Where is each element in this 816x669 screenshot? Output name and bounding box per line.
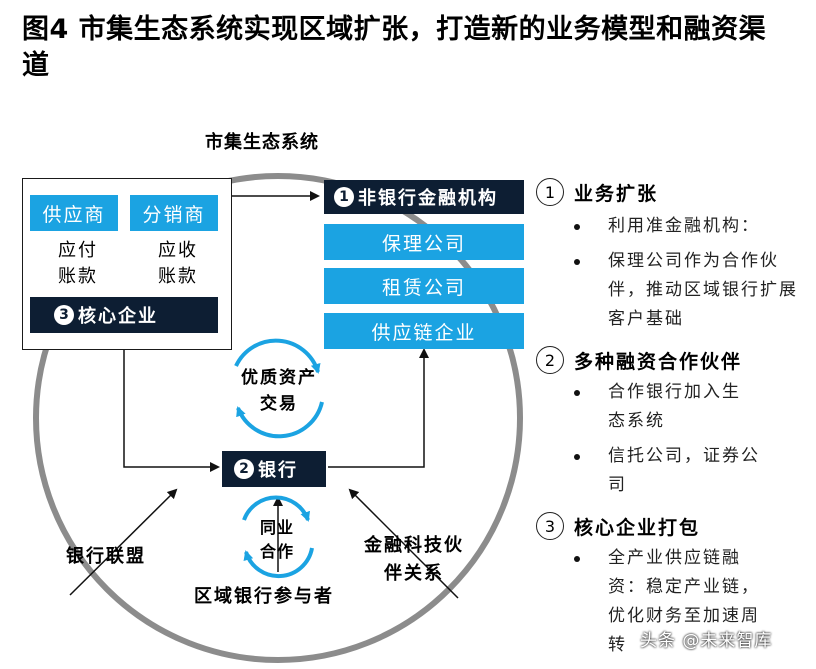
- section-2-heading: 多种融资合作伙伴: [574, 350, 743, 373]
- bank-box: 2 银行: [222, 451, 326, 487]
- receivable-label: 应收账款: [158, 240, 198, 287]
- bullet-dot: [574, 454, 580, 460]
- bank-alliance-label: 银行联盟: [66, 546, 146, 567]
- section-3-heading: 核心企业打包: [574, 516, 701, 539]
- bank-label: 银行: [258, 460, 298, 481]
- section-3-header: 3 核心企业打包: [536, 510, 806, 542]
- fintech-partners-label: 金融科技伙伴关系: [364, 535, 464, 584]
- core-enterprise-number: 3: [54, 305, 74, 325]
- bullet-text: 全产业供应链融资：稳定产业链，优化财务至加速周转: [608, 548, 760, 655]
- section-1-bullet-1: 利用准金融机构：: [566, 212, 806, 241]
- core-enterprise-label: 核心企业: [78, 306, 158, 327]
- non-bank-label: 非银行金融机构: [358, 188, 498, 209]
- non-bank-box: 1 非银行金融机构: [324, 180, 524, 214]
- section-3-bullet-1: 全产业供应链融资：稳定产业链，优化财务至加速周转: [566, 544, 778, 660]
- core-enterprise-box: 3 核心企业: [30, 297, 218, 333]
- section-2-number: 2: [536, 346, 564, 374]
- section-1-number: 1: [536, 178, 564, 206]
- bullet-dot: [574, 390, 580, 396]
- payable-label: 应付账款: [58, 240, 98, 287]
- factoring-company-box: 保理公司: [324, 224, 524, 260]
- bullet-text: 利用准金融机构：: [608, 216, 760, 236]
- section-1-header: 1 业务扩张: [536, 176, 806, 208]
- section-1-heading: 业务扩张: [574, 182, 659, 205]
- non-bank-number: 1: [334, 187, 354, 207]
- leasing-company-box: 租赁公司: [324, 268, 524, 304]
- suppliers-box: 供应商: [30, 195, 118, 231]
- section-2-header: 2 多种融资合作伙伴: [536, 344, 806, 376]
- right-panel: 1 业务扩张 利用准金融机构： 保理公司作为合作伙伴，推动区域银行扩展客户基础 …: [536, 176, 806, 660]
- quality-assets-label: 优质资产交易: [241, 368, 317, 414]
- interbank-label: 同业合作: [259, 518, 294, 561]
- ecosystem-label: 市集生态系统: [205, 132, 319, 153]
- figure-title: 图4 市集生态系统实现区域扩张，打造新的业务模型和融资渠道: [22, 14, 767, 81]
- ecosystem-circle: [33, 173, 523, 663]
- section-2-bullet-1: 合作银行加入生态系统: [566, 378, 758, 436]
- bank-number: 2: [234, 459, 254, 479]
- bullet-dot: [574, 224, 580, 230]
- watermark: 头条 @未来智库: [640, 631, 773, 651]
- bullet-dot: [574, 259, 580, 265]
- regional-banks-label: 区域银行参与者: [194, 586, 334, 607]
- bullet-dot: [574, 556, 580, 562]
- bullet-text: 保理公司作为合作伙伴，推动区域银行扩展客户基础: [608, 251, 798, 329]
- section-2-bullet-2: 信托公司，证券公司: [566, 442, 778, 500]
- bullet-text: 合作银行加入生态系统: [608, 382, 741, 431]
- section-1-bullet-2: 保理公司作为合作伙伴，推动区域银行扩展客户基础: [566, 247, 798, 334]
- bullet-text: 信托公司，证券公司: [608, 446, 760, 495]
- distributors-box: 分销商: [130, 195, 218, 231]
- supply-chain-company-box: 供应链企业: [324, 313, 524, 349]
- section-3-number: 3: [536, 512, 564, 540]
